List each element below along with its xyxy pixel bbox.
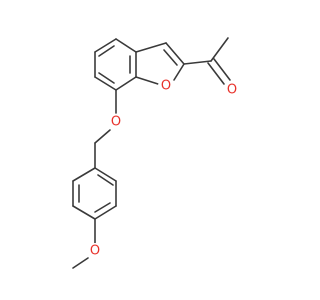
benzyl-ether-oxygen-atom: O <box>108 114 124 130</box>
bond-carbonyl-oxygen-double <box>213 58 231 81</box>
benzyl-ether-oxygen-label: O <box>111 115 121 130</box>
bond-methoxy-oxygen-methyl <box>72 257 89 269</box>
bond-ether-oxygen-ch2 <box>94 129 111 144</box>
bond-ph3-ph4 <box>94 205 117 220</box>
bond-c6-c7 <box>94 76 117 91</box>
bond-c3a-c3 <box>135 42 167 53</box>
bond-c4-c5-double <box>98 45 115 57</box>
bond-ph1-ph2-double <box>97 174 114 186</box>
bond-ph4-ph5 <box>72 205 96 220</box>
bond-c3a-c4 <box>115 38 137 53</box>
ring-oxygen-atom: O <box>158 78 174 94</box>
bond-ph1-ph2 <box>94 167 117 182</box>
methoxy-oxygen-atom: O <box>87 243 103 259</box>
bond-c7-c7a <box>115 76 137 91</box>
bond-c2-carbonyl <box>183 60 212 65</box>
bond-carbonyl-methyl <box>210 37 229 62</box>
bond-o1-c7a <box>135 76 159 85</box>
bond-ph6-ph1 <box>72 167 96 182</box>
bonds <box>72 37 231 269</box>
bond-c3-c2-double <box>163 49 178 66</box>
methoxy-oxygen-label: O <box>90 244 100 259</box>
ring-oxygen-label: O <box>161 79 171 94</box>
atom-labels: O O O O <box>87 78 240 259</box>
bond-c2-o1 <box>173 63 185 81</box>
bond-c6-c7-double <box>98 72 115 84</box>
bond-ph3-ph4-double <box>94 202 111 213</box>
ketone-oxygen-label: O <box>227 83 237 98</box>
bond-c3-c2 <box>165 42 185 65</box>
bond-c4-c5 <box>94 38 117 53</box>
ketone-oxygen-atom: O <box>224 82 240 98</box>
structure-svg: O O O O <box>72 37 240 269</box>
molecule-diagram: O O O O <box>72 37 240 269</box>
bond-carbonyl-oxygen <box>207 62 225 85</box>
